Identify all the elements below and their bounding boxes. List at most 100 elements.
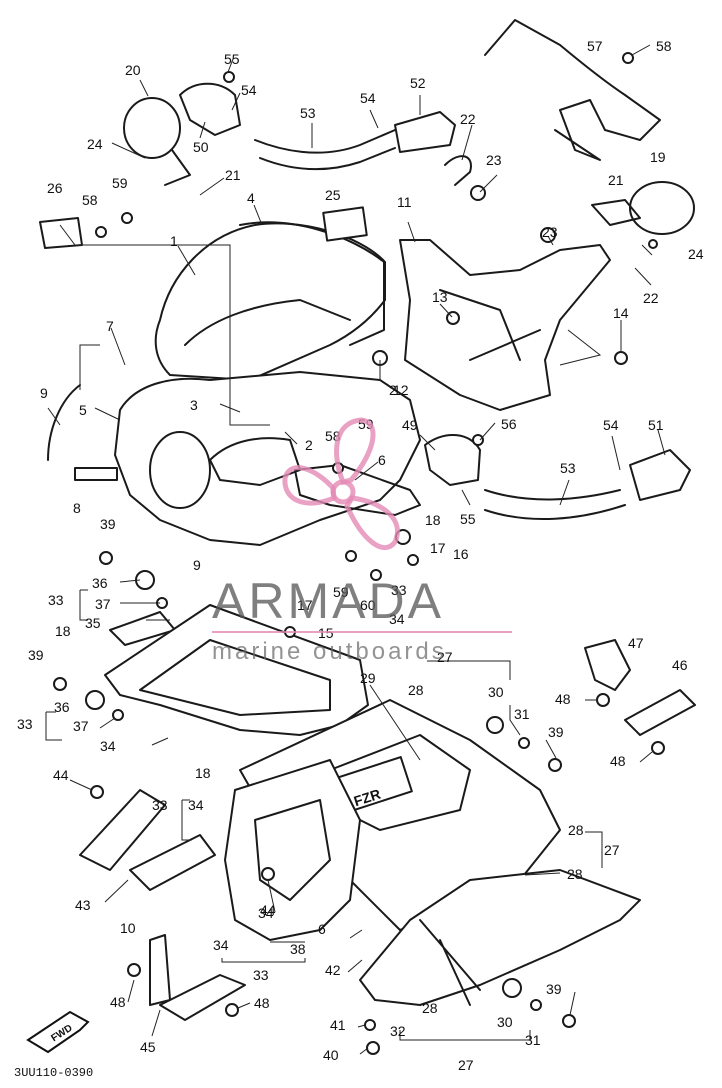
bolt: [127, 963, 141, 977]
leader-line: [69, 779, 93, 791]
duct-lower-right: [629, 449, 691, 501]
cowling-stay-brace: [439, 289, 541, 361]
callout-number: 36: [54, 699, 70, 715]
callout-number: 21: [608, 172, 624, 188]
callout-number: 18: [195, 765, 211, 781]
cowling-stay: [399, 239, 611, 411]
bolt: [651, 741, 665, 755]
propeller-blade: [334, 417, 376, 485]
under-cowling-upper-inner: [139, 639, 331, 716]
callout-number: 51: [648, 417, 664, 433]
bracket-26: [39, 217, 83, 249]
duct-lower-left: [424, 433, 481, 486]
bracket-46: [624, 689, 696, 736]
leader-line: [479, 174, 498, 193]
callout-number: 26: [47, 180, 63, 196]
clip: [364, 1019, 376, 1031]
callout-number: 46: [672, 657, 688, 673]
leader-line: [104, 879, 129, 903]
leader-line: [45, 712, 62, 741]
leader-line: [59, 224, 270, 426]
callout-number: 39: [28, 647, 44, 663]
bracket-45: [159, 974, 246, 1021]
callout-number: 32: [390, 1023, 406, 1039]
callout-number: 31: [514, 706, 530, 722]
callout-number: 24: [688, 246, 704, 262]
callout-number: 28: [568, 822, 584, 838]
callout-number: 56: [501, 416, 517, 432]
leader-line: [641, 244, 653, 256]
duct-upper-right: [394, 111, 456, 153]
leader-line: [631, 44, 651, 56]
bolt: [548, 758, 562, 772]
leader-line: [524, 872, 561, 876]
callout-number: 24: [87, 136, 103, 152]
leader-line: [347, 959, 363, 973]
callout-number: 19: [650, 149, 666, 165]
callout-number: 3: [190, 397, 198, 413]
leader-line: [657, 429, 666, 456]
leader-line: [369, 684, 421, 761]
callout-number: 34: [100, 738, 116, 754]
callout-number: 22: [643, 290, 659, 306]
leader-line: [559, 329, 602, 366]
mirror-left: [123, 97, 181, 159]
leader-line: [461, 124, 473, 161]
inner-panel: [294, 464, 421, 516]
bracket-45-arm: [149, 934, 171, 1006]
leader-line: [569, 991, 576, 1016]
leader-line: [545, 739, 557, 759]
callout-number: 9: [193, 557, 201, 573]
nut: [530, 999, 542, 1011]
callout-number: 21: [225, 167, 241, 183]
callout-number: 55: [460, 511, 476, 527]
callout-number: 27: [437, 649, 453, 665]
callout-number: 59: [333, 584, 349, 600]
bolt: [261, 867, 275, 881]
callout-number: 22: [460, 111, 476, 127]
leader-line: [461, 489, 471, 506]
leader-line: [181, 800, 192, 841]
callout-number: 39: [546, 981, 562, 997]
leader-line: [349, 929, 363, 939]
label-plate: [322, 206, 368, 242]
leader-line: [611, 435, 621, 471]
callout-number: 39: [100, 516, 116, 532]
leader-line: [399, 1030, 531, 1041]
callout-number: 20: [125, 62, 141, 78]
leader-line: [221, 958, 306, 963]
grommet: [502, 978, 522, 998]
duct-hose-lower-b: [484, 504, 626, 521]
callout-number: 59: [112, 175, 128, 191]
leader-line: [151, 1009, 161, 1037]
callout-number: 30: [497, 1014, 513, 1030]
callout-number: 48: [555, 691, 571, 707]
grommet: [470, 185, 486, 201]
callout-number: 6: [378, 452, 386, 468]
watermark-tagline: marine outboards: [212, 638, 447, 665]
callout-number: 28: [567, 866, 583, 882]
duct-hose-lower: [484, 489, 621, 501]
nut: [407, 554, 419, 566]
duct-hose-upper-b: [259, 147, 396, 171]
leader-line: [369, 109, 379, 129]
propeller-logo: [282, 417, 400, 550]
callout-number: 7: [106, 318, 114, 334]
mirror-stay: [444, 155, 472, 186]
leader-line: [634, 267, 652, 286]
fwd-arrow: FWD: [26, 1010, 90, 1054]
leader-line: [354, 461, 379, 481]
callout-number: 25: [325, 187, 341, 203]
callout-number: 33: [17, 716, 33, 732]
leader-line: [359, 1047, 369, 1055]
bolt: [223, 71, 235, 83]
callout-number: 50: [193, 139, 209, 155]
leader-line: [407, 221, 416, 243]
mirror-right: [629, 181, 695, 235]
bracket-47: [584, 639, 631, 691]
lower-cowling: [359, 869, 641, 1006]
bolt: [90, 785, 104, 799]
grommet: [486, 716, 504, 734]
callout-number: 11: [397, 194, 412, 210]
leader-line: [47, 407, 61, 426]
